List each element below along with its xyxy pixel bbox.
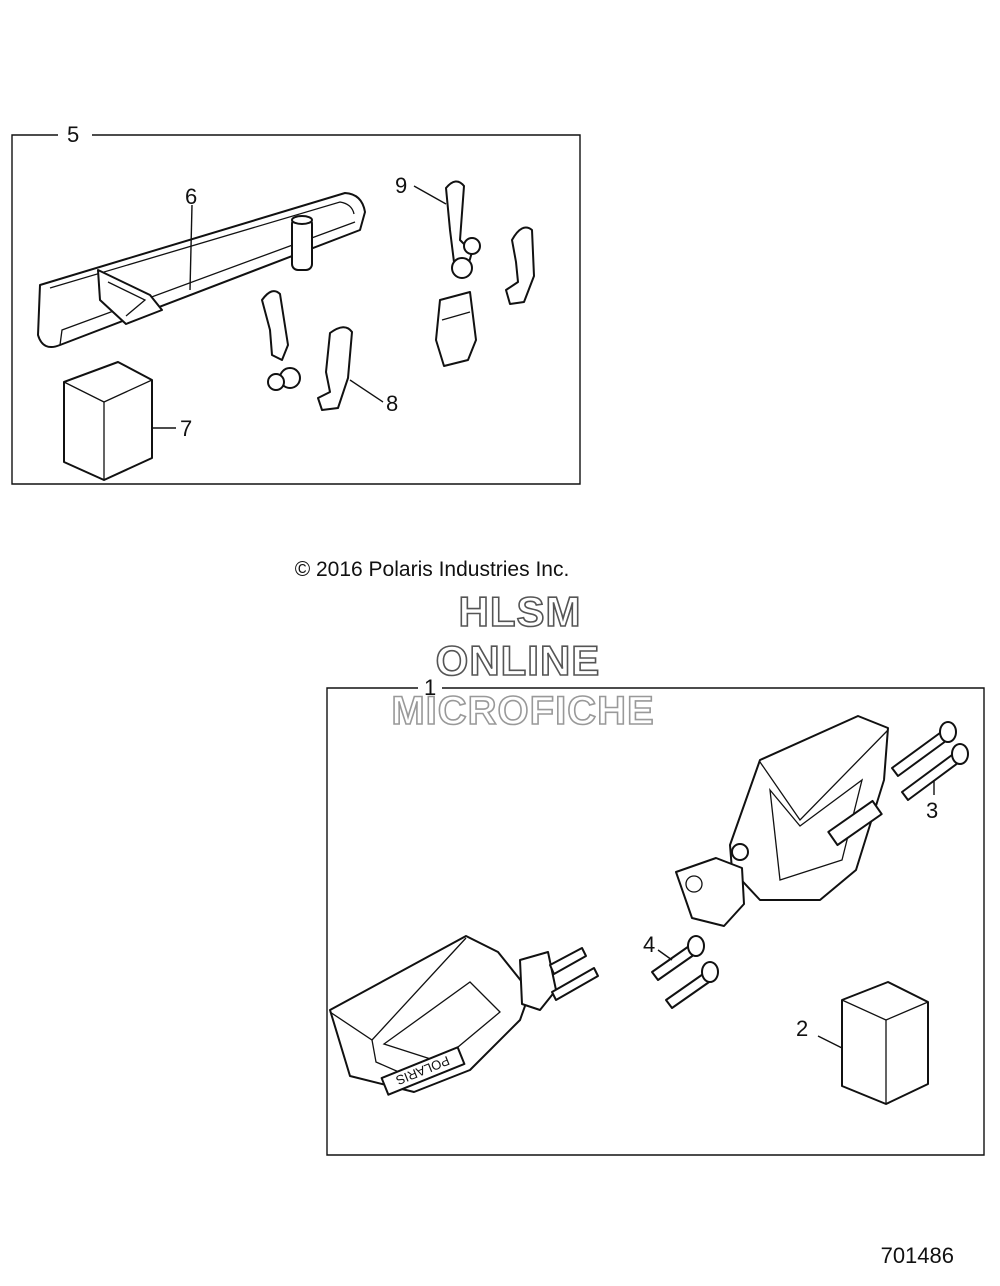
callout-9: 9 bbox=[395, 173, 407, 198]
callout-4: 4 bbox=[643, 932, 655, 957]
watermark-line-1: HLSM bbox=[459, 588, 582, 635]
watermark-line-3: MICROFICHE bbox=[391, 689, 654, 733]
watermark-line-2: ONLINE bbox=[436, 637, 601, 684]
callout-8: 8 bbox=[386, 391, 398, 416]
kit-1-frame bbox=[326, 687, 985, 1156]
callout-7: 7 bbox=[180, 416, 192, 441]
callout-3: 3 bbox=[926, 798, 938, 823]
callout-1: 1 bbox=[424, 675, 436, 700]
mirror-clamp-assembly-9: 9 bbox=[395, 173, 535, 367]
copyright-notice: © 2016 Polaris Industries Inc. bbox=[295, 558, 570, 581]
mirror-bolts-3: 3 bbox=[891, 721, 969, 823]
callout-2: 2 bbox=[796, 1016, 808, 1041]
callout-6: 6 bbox=[185, 184, 197, 209]
side-mirror-kit-group: 1 3 POLARIS bbox=[326, 675, 985, 1156]
mirror-bolts-4: 4 bbox=[643, 932, 719, 1009]
mirror-clamp-hook-8: 8 bbox=[261, 290, 398, 416]
hardware-box-2: 2 bbox=[796, 981, 929, 1105]
watermark: HLSM ONLINE MICROFICHE bbox=[391, 587, 655, 734]
drawing-number: 701486 bbox=[881, 1243, 954, 1268]
side-mirror-left: POLARIS bbox=[329, 935, 599, 1096]
rear-view-mirror-kit-group: 5 6 7 bbox=[11, 122, 581, 485]
side-mirror-right bbox=[675, 715, 889, 927]
rear-view-mirror: 6 bbox=[37, 184, 366, 348]
kit-5-frame bbox=[11, 134, 581, 485]
hardware-box-7: 7 bbox=[63, 361, 192, 481]
callout-5: 5 bbox=[67, 122, 79, 147]
